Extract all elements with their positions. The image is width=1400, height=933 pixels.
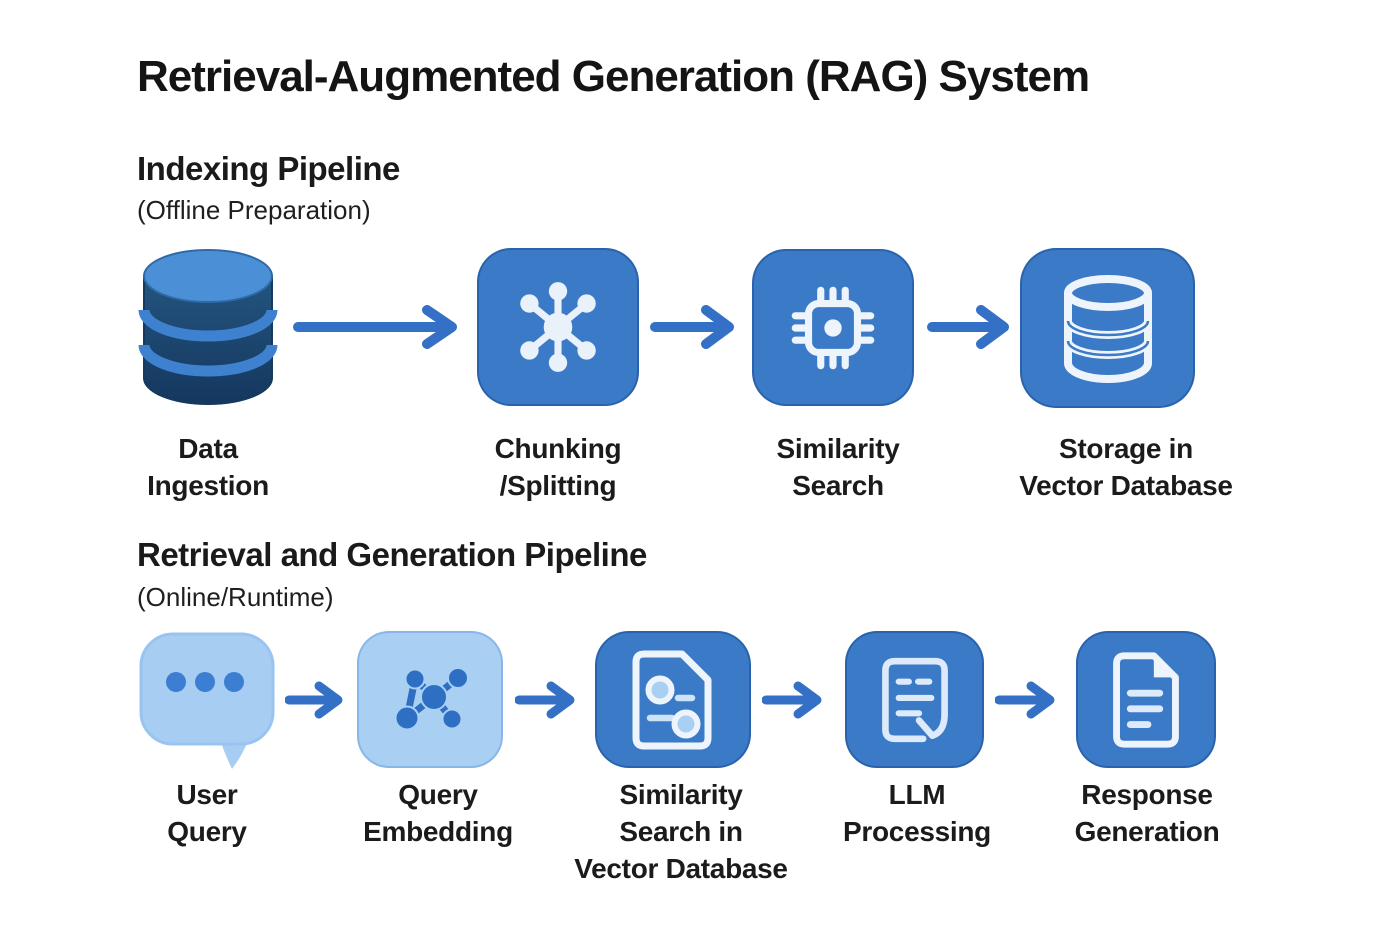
document-toggles-icon [632,650,712,749]
data-ingestion-step [134,246,282,412]
hub-spoke-icon [520,282,596,372]
indexing-pipeline-subheading: (Offline Preparation) [137,195,371,225]
document-lines-curl-icon [881,657,948,742]
similarity-search-label: Similarity Search [776,433,900,501]
response-generation-label: Response Generation [1074,779,1220,847]
arrow-right-icon [515,678,577,722]
arrow-right-icon [650,305,736,349]
database-3d-icon [138,249,278,405]
chunking-splitting-label: Chunking /Splitting [494,433,622,501]
llm-processing-step [845,631,984,768]
page-title: Retrieval-Augmented Generation (RAG) Sys… [137,52,1090,101]
database-outline-icon [1063,275,1152,383]
query-embedding-label: Query Embedding [363,779,513,847]
llm-processing-label: LLM Processing [843,779,991,847]
response-generation-step [1076,631,1216,768]
arrow-right-icon [293,305,459,349]
retrieval-pipeline-heading: Retrieval and Generation Pipeline [137,536,647,573]
arrow-right-icon [927,305,1011,349]
query-embedding-step [357,631,503,768]
network-graph-icon [394,666,469,730]
document-text-icon [1113,651,1179,748]
chunking-splitting-step [477,248,639,406]
chip-icon [791,286,875,369]
vector-db-storage-label: Storage in Vector Database [1019,433,1233,501]
similarity-search-step [752,249,914,406]
vector-db-storage-step [1020,248,1195,408]
arrow-right-icon [762,678,824,722]
arrow-right-icon [995,678,1057,722]
data-ingestion-label: Data Ingestion [147,433,269,501]
similarity-search-vdb-step [595,631,751,768]
retrieval-pipeline-subheading: (Online/Runtime) [137,582,334,612]
indexing-pipeline-heading: Indexing Pipeline [137,150,400,187]
user-query-label: User Query [167,779,247,847]
similarity-search-vdb-label: Similarity Search in Vector Database [574,779,788,884]
chat-bubble-icon [139,632,275,769]
arrow-right-icon [285,678,345,722]
user-query-step [137,626,277,776]
